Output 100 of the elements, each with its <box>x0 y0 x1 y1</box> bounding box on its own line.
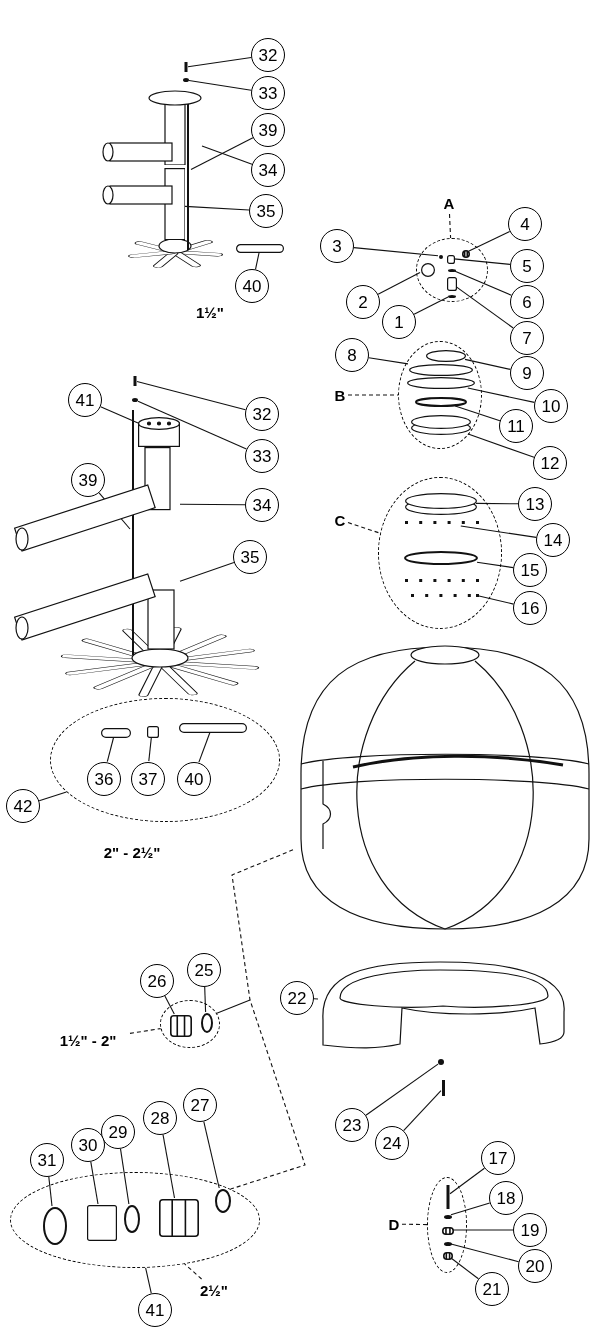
callout-number: 15 <box>513 553 547 587</box>
leader-line <box>201 145 253 165</box>
callout-number: 2 <box>346 285 380 319</box>
leader-line <box>454 405 501 422</box>
lid-drawing <box>409 364 473 376</box>
callout-number: 9 <box>510 356 544 390</box>
leader-line <box>467 433 535 458</box>
leader-line <box>145 1267 152 1294</box>
callout-number: 28 <box>143 1101 177 1135</box>
nut-drawing <box>462 250 470 258</box>
callout-number: 4 <box>508 207 542 241</box>
callout-number: 13 <box>518 487 552 521</box>
leader-line <box>204 986 207 1013</box>
leader-line <box>137 400 247 450</box>
leader-line <box>453 270 512 296</box>
leader-line <box>460 525 537 538</box>
callout-number: 24 <box>375 1126 409 1160</box>
callout-number: 17 <box>481 1141 515 1175</box>
screw-drawing <box>441 1080 446 1096</box>
leader-line <box>450 1243 520 1263</box>
callout-number: 35 <box>249 194 283 228</box>
knob-drawing <box>426 350 466 362</box>
o-ring-drawing <box>124 1205 140 1233</box>
callout-number: 33 <box>245 439 279 473</box>
leader-line <box>452 1229 514 1231</box>
leader-line <box>106 736 115 763</box>
callout-number: 39 <box>71 463 105 497</box>
leader-line <box>203 1121 220 1189</box>
leader-line <box>476 561 514 569</box>
tail-piece-drawing <box>87 1205 117 1241</box>
callout-number: 19 <box>513 1213 547 1247</box>
leader-line <box>162 1134 176 1199</box>
group-letter: C <box>332 509 348 531</box>
size-label: 1½" - 2" <box>46 1029 130 1051</box>
leader-line <box>179 503 246 506</box>
bolt-set-drawing <box>405 521 479 527</box>
leader-line <box>48 1176 53 1207</box>
callout-number: 33 <box>251 76 285 110</box>
callout-number: 6 <box>510 285 544 319</box>
dashed-leader-line <box>448 213 452 239</box>
callout-number: 29 <box>101 1115 135 1149</box>
o-ring-drawing <box>201 1013 213 1033</box>
group-letter: B <box>332 384 348 406</box>
callout-number: 1 <box>382 305 416 339</box>
leader-line <box>450 1202 491 1216</box>
group-letter: A <box>441 192 457 214</box>
fitting-drawing <box>447 255 455 264</box>
callout-number: 7 <box>510 321 544 355</box>
pipe-drawing <box>100 90 202 165</box>
lateral-pipe-drawing <box>236 244 284 253</box>
leader-line <box>38 791 67 802</box>
leader-line <box>90 1161 99 1205</box>
callout-number: 26 <box>140 964 174 998</box>
leader-line <box>164 995 175 1015</box>
union-nut-drawing <box>43 1207 67 1245</box>
callout-number: 36 <box>87 762 121 796</box>
callout-number: 11 <box>499 409 533 443</box>
washer-drawing <box>444 1242 452 1246</box>
washer-drawing <box>448 295 456 298</box>
callout-number: 40 <box>235 269 269 303</box>
leader-line <box>254 252 260 270</box>
callout-number: 41 <box>68 383 102 417</box>
callout-number: 8 <box>335 338 369 372</box>
screw-drawing <box>133 376 137 386</box>
washer-drawing <box>183 78 189 82</box>
leader-line <box>148 736 152 762</box>
leader-line <box>179 562 235 582</box>
callout-number: 32 <box>251 38 285 72</box>
nut-drawing <box>442 1227 454 1235</box>
callout-number: 27 <box>183 1088 217 1122</box>
leader-line <box>451 1258 479 1280</box>
bolt-set-drawing <box>405 579 479 597</box>
callout-number: 39 <box>251 113 285 147</box>
leader-line <box>188 79 252 91</box>
lid-rim-drawing <box>407 377 475 389</box>
callout-number: 10 <box>534 389 568 423</box>
flange-ring-drawing <box>405 493 477 515</box>
callout-number: 14 <box>536 523 570 557</box>
callout-number: 40 <box>177 762 211 796</box>
o-ring-drawing <box>215 1189 231 1213</box>
size-label: 2½" <box>196 1279 232 1301</box>
pipe-drawing <box>100 168 185 240</box>
lateral-pipe-drawing <box>101 728 131 738</box>
dashed-leader-line <box>230 849 306 1190</box>
callout-number: 41 <box>138 1293 172 1327</box>
leader-line <box>119 1148 130 1205</box>
callout-number: 34 <box>251 153 285 187</box>
dashed-leader-line <box>184 1263 203 1280</box>
washer-drawing <box>448 269 456 272</box>
callout-number: 37 <box>131 762 165 796</box>
size-label: 1½" <box>196 304 224 320</box>
callout-number: 12 <box>533 446 567 480</box>
callout-number: 32 <box>245 397 279 431</box>
callout-number: 31 <box>30 1143 64 1177</box>
callout-number: 18 <box>489 1181 523 1215</box>
callout-number: 5 <box>510 249 544 283</box>
callout-number: 42 <box>6 789 40 823</box>
callout-number: 35 <box>233 540 267 574</box>
nut-drawing <box>443 1252 453 1260</box>
screw-drawing <box>184 62 188 72</box>
